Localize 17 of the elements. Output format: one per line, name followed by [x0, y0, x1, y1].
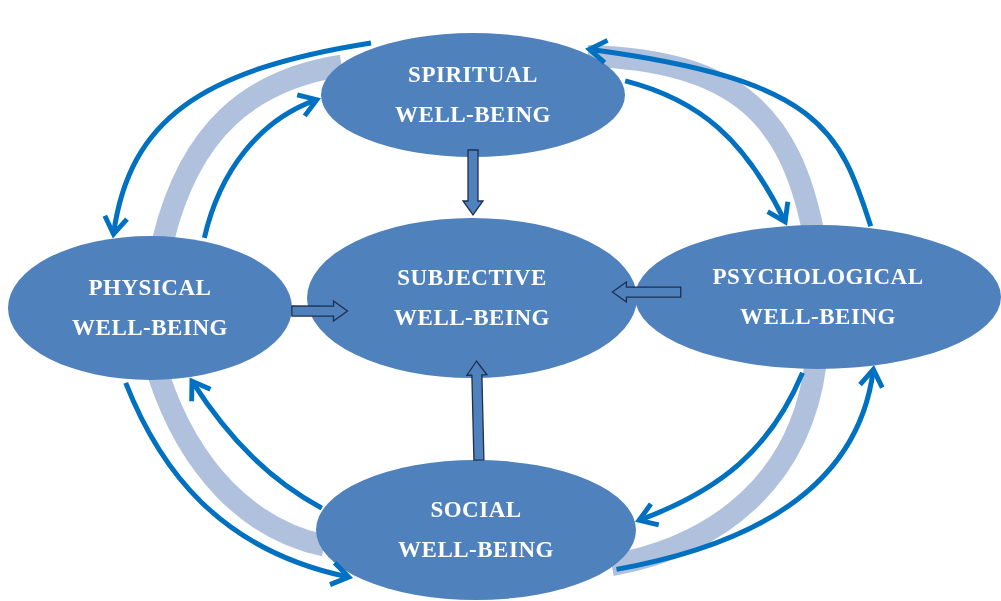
curved-arrow [189, 378, 324, 511]
block-arrow [465, 359, 489, 461]
node-label: SUBJECTIVE WELL-BEING [393, 264, 551, 332]
curved-arrow [123, 381, 352, 587]
node-label: SPIRITUAL WELL-BEING [394, 61, 552, 129]
node-label: PSYCHOLOGICAL WELL-BEING [711, 263, 925, 331]
block-arrow [291, 299, 349, 323]
curved-arrow [103, 40, 372, 237]
curved-arrow [586, 38, 874, 228]
node-label: PHYSICAL WELL-BEING [71, 274, 229, 342]
block-arrow [611, 280, 682, 304]
curved-arrow [201, 93, 320, 239]
block-arrow [461, 149, 485, 217]
node-label: SOCIAL WELL-BEING [397, 496, 555, 564]
curved-arrow [615, 367, 884, 572]
curved-arrow [624, 78, 790, 225]
curved-arrow [636, 371, 805, 527]
